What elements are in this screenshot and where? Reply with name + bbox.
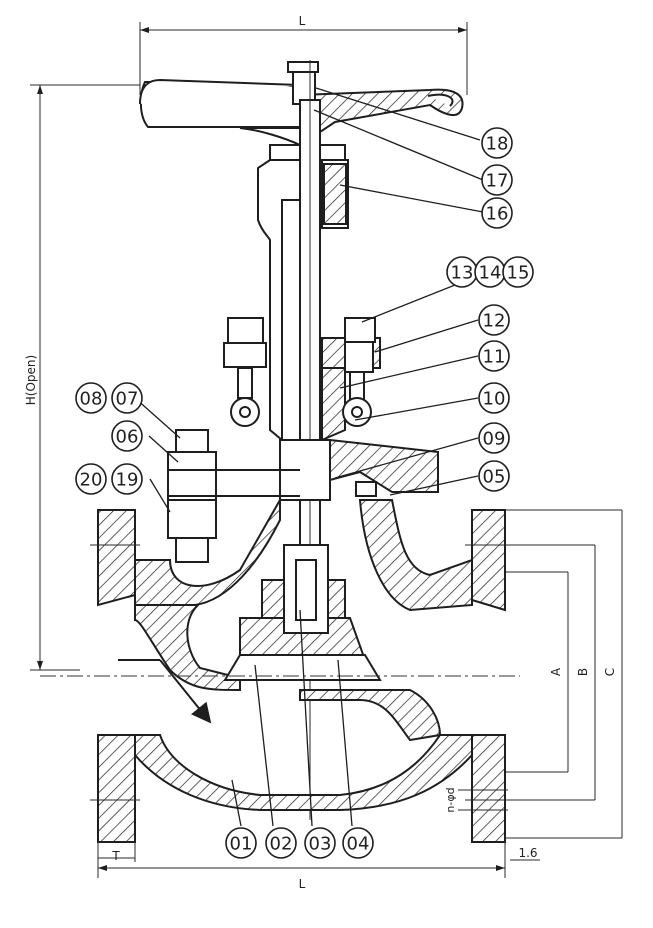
part-number: 02 bbox=[270, 834, 293, 855]
part-balloon-14: 14 bbox=[474, 256, 506, 288]
bottom-dimensions: T 1.6 L bbox=[97, 842, 540, 891]
part-balloon-circle bbox=[478, 304, 510, 336]
height-dimension: H(Open) bbox=[24, 84, 140, 671]
valve-body bbox=[40, 496, 520, 843]
leader-lines bbox=[134, 87, 484, 827]
part-balloon-01: 01 bbox=[225, 827, 257, 859]
bolt-hole-label: n-φd bbox=[444, 787, 457, 812]
part-number: 01 bbox=[230, 834, 253, 855]
part-balloon-04: 04 bbox=[342, 827, 374, 859]
top-dimension-l: L bbox=[139, 14, 468, 95]
part-balloon-02: 02 bbox=[265, 827, 297, 859]
part-number: 04 bbox=[347, 834, 370, 855]
part-number: 05 bbox=[483, 467, 506, 488]
dimension-b-label: B bbox=[576, 668, 590, 676]
part-balloon-circle bbox=[478, 422, 510, 454]
right-dimensions: C B A n-φd bbox=[444, 509, 623, 839]
part-balloon-09: 09 bbox=[478, 422, 510, 454]
part-number: 14 bbox=[479, 263, 502, 284]
body-studs bbox=[167, 429, 377, 563]
part-balloon-12: 12 bbox=[478, 304, 510, 336]
flange-thickness-label: T bbox=[111, 849, 120, 863]
part-balloon-circle bbox=[481, 127, 513, 159]
part-number: 03 bbox=[309, 834, 332, 855]
raised-face-label: 1.6 bbox=[518, 846, 537, 860]
part-number: 18 bbox=[486, 134, 509, 155]
part-balloon-circle bbox=[111, 382, 143, 414]
part-balloon-circle bbox=[481, 164, 513, 196]
dimension-c-label: C bbox=[603, 668, 617, 676]
part-number: 06 bbox=[116, 427, 139, 448]
part-balloon-circle bbox=[75, 463, 107, 495]
part-balloon-13: 13 bbox=[446, 256, 478, 288]
part-number: 12 bbox=[483, 311, 506, 332]
part-balloon-03: 03 bbox=[304, 827, 336, 859]
part-number: 16 bbox=[486, 204, 509, 225]
part-number: 20 bbox=[80, 470, 103, 491]
part-number: 08 bbox=[80, 389, 103, 410]
part-balloon-circle bbox=[478, 382, 510, 414]
part-balloon-circle bbox=[481, 197, 513, 229]
part-number: 11 bbox=[483, 347, 506, 368]
part-balloon-18: 18 bbox=[481, 127, 513, 159]
part-number: 17 bbox=[486, 171, 509, 192]
part-number: 13 bbox=[451, 263, 474, 284]
part-balloon-07: 07 bbox=[111, 382, 143, 414]
part-balloon-circle bbox=[478, 340, 510, 372]
part-balloon-17: 17 bbox=[481, 164, 513, 196]
part-balloon-circle bbox=[75, 382, 107, 414]
part-balloon-15: 15 bbox=[502, 256, 534, 288]
top-dimension-label: L bbox=[299, 14, 306, 28]
part-balloon-circle bbox=[478, 460, 510, 492]
part-balloon-circle bbox=[342, 827, 374, 859]
part-balloon-05: 05 bbox=[478, 460, 510, 492]
part-number: 07 bbox=[116, 389, 139, 410]
part-balloon-circle bbox=[225, 827, 257, 859]
part-number: 19 bbox=[116, 470, 139, 491]
part-number: 15 bbox=[507, 263, 530, 284]
dimension-a-label: A bbox=[549, 667, 563, 676]
bottom-dimension-label: L bbox=[299, 877, 306, 891]
part-number: 09 bbox=[483, 429, 506, 450]
part-balloon-circle bbox=[111, 420, 143, 452]
part-balloon-20: 20 bbox=[75, 463, 107, 495]
part-balloon-19: 19 bbox=[111, 463, 143, 495]
part-balloon-06: 06 bbox=[111, 420, 143, 452]
height-label: H(Open) bbox=[24, 355, 38, 405]
gland-bolts bbox=[223, 317, 376, 427]
part-balloon-circle bbox=[502, 256, 534, 288]
part-balloon-circle bbox=[111, 463, 143, 495]
part-balloon-11: 11 bbox=[478, 340, 510, 372]
part-balloon-circle bbox=[265, 827, 297, 859]
part-balloon-circle bbox=[304, 827, 336, 859]
part-balloon-08: 08 bbox=[75, 382, 107, 414]
part-number: 10 bbox=[483, 389, 506, 410]
part-balloon-16: 16 bbox=[481, 197, 513, 229]
part-balloon-10: 10 bbox=[478, 382, 510, 414]
